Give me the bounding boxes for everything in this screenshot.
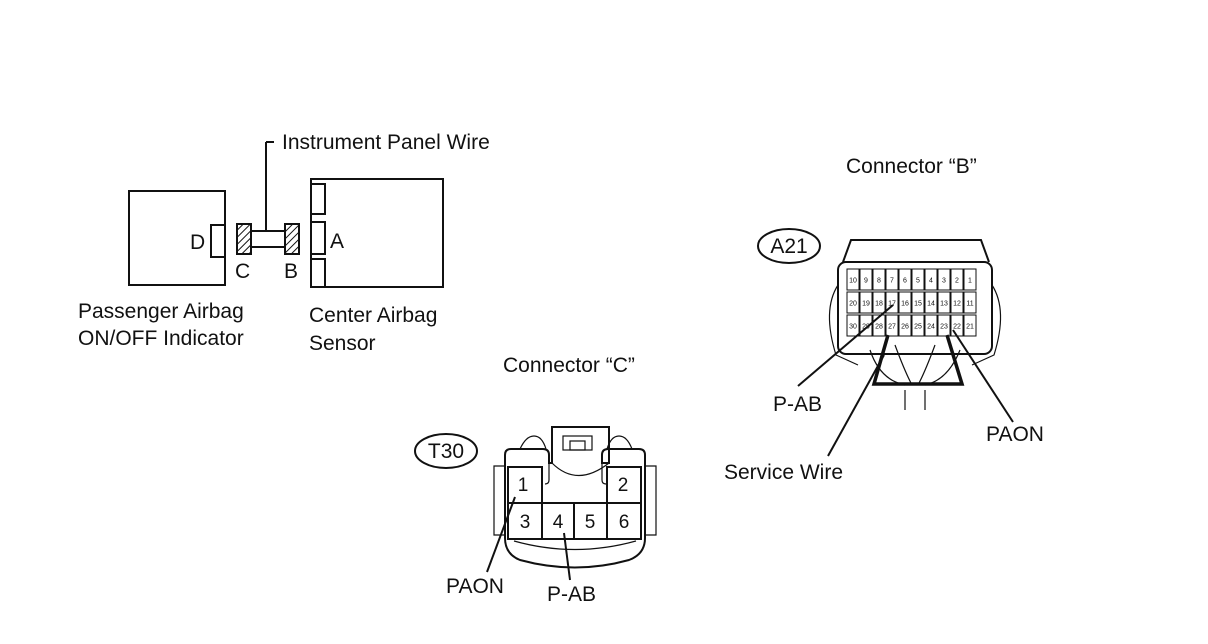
connector-b-pin-cell — [937, 291, 951, 314]
connector-b-pin-cell — [872, 268, 886, 291]
connector-c-pin-cell-1 — [507, 466, 543, 504]
connector-c-pin-cell-5 — [573, 502, 608, 540]
connector-b-pin-cell — [937, 268, 951, 291]
connector-b-callout-service-wire: Service Wire — [724, 461, 843, 484]
indicator-connector-d — [210, 224, 226, 258]
connector-c-plug — [236, 223, 252, 255]
connector-b-title: Connector “B” — [846, 155, 977, 178]
connector-b-pin-11: 11 — [966, 301, 973, 308]
connector-b-pin-3: 3 — [942, 278, 946, 285]
connector-b-pin-cell — [885, 268, 899, 291]
connector-b-pin-5: 5 — [916, 278, 920, 285]
connector-b-pin-cell — [846, 291, 860, 314]
connector-b-pin-25: 25 — [914, 324, 922, 331]
connector-b-pin-cell — [963, 314, 977, 337]
connector-b-pin-24: 24 — [927, 324, 935, 331]
connector-b-pin-cell — [963, 291, 977, 314]
connector-b-pin-12: 12 — [953, 301, 961, 308]
sensor-label-line1: Center Airbag — [309, 304, 437, 327]
connector-c-code: T30 — [428, 440, 464, 463]
connector-c-pin-cell-4 — [541, 502, 575, 540]
connector-b-pin-cell — [898, 268, 912, 291]
connector-c-callout-pab: P-AB — [547, 583, 596, 606]
connector-b-pin-30: 30 — [849, 324, 857, 331]
sensor-connector-a — [310, 221, 326, 255]
connector-b-pin-22: 22 — [953, 324, 961, 331]
connector-c-code-badge — [414, 433, 478, 469]
connector-c-title: Connector “C” — [503, 354, 635, 377]
indicator-label-line1: Passenger Airbag — [78, 300, 244, 323]
connector-c-pin-cell-6 — [606, 502, 642, 540]
connector-b-pin-cell — [846, 268, 860, 291]
connector-b-pin-20: 20 — [849, 301, 857, 308]
connector-c-pin-3: 3 — [520, 512, 531, 533]
connector-b-callout-paon: PAON — [986, 423, 1044, 446]
sensor-connector-1 — [310, 183, 326, 215]
overview-diagram: D C Instrument Panel Wire B A Passenger … — [78, 131, 490, 355]
connector-b-pin-cell — [872, 291, 886, 314]
connector-b-pin-10: 10 — [849, 278, 857, 285]
connector-b-pin-cell — [937, 314, 951, 337]
instrument-panel-wire-harness — [250, 230, 286, 248]
connector-b-pin-cell — [859, 291, 873, 314]
connector-b-pin-13: 13 — [940, 301, 948, 308]
connector-b-code-badge — [757, 228, 821, 264]
connector-b-pin-cell — [950, 291, 964, 314]
connector-b-pin-cell — [911, 268, 925, 291]
connector-letter-b: B — [284, 260, 298, 283]
connector-b-pin-2: 2 — [955, 278, 959, 285]
connector-b-pin-27: 27 — [888, 324, 896, 331]
passenger-airbag-indicator — [128, 190, 226, 286]
connector-b-pin-cell — [924, 291, 938, 314]
connector-letter-a: A — [330, 230, 344, 253]
connector-b-pin-17: 17 — [888, 301, 896, 308]
connector-b-pin-cell — [859, 268, 873, 291]
connector-b-pin-9: 9 — [864, 278, 868, 285]
sensor-connector-3 — [310, 258, 326, 288]
connector-b-pin-cell — [846, 314, 860, 337]
connector-b-pin-cell — [950, 268, 964, 291]
connector-b-pin-23: 23 — [940, 324, 948, 331]
connector-b-callout-pab: P-AB — [773, 393, 822, 416]
connector-b-code: A21 — [770, 235, 807, 258]
connector-b-pin-cell — [924, 268, 938, 291]
connector-b-pin-14: 14 — [927, 301, 935, 308]
connector-b-pin-cell — [898, 314, 912, 337]
connector-b-pin-cell — [885, 314, 899, 337]
connector-b-plug — [284, 223, 300, 255]
connector-b-pin-cell — [911, 291, 925, 314]
sensor-label-line2: Sensor — [309, 332, 376, 355]
connector-b-pin-cell — [911, 314, 925, 337]
center-airbag-sensor — [310, 178, 444, 288]
connector-letter-d: D — [190, 231, 205, 254]
connector-b-pin-cell — [924, 314, 938, 337]
connector-b-pin-15: 15 — [914, 301, 922, 308]
connector-c-pin-5: 5 — [585, 512, 596, 533]
connector-b-pin-16: 16 — [901, 301, 909, 308]
connector-letter-c: C — [235, 260, 250, 283]
connector-b-pin-19: 19 — [862, 301, 870, 308]
connector-c-pin-1: 1 — [518, 475, 529, 496]
connector-b-pin-26: 26 — [901, 324, 909, 331]
connector-c-callout-paon: PAON — [446, 575, 504, 598]
indicator-label-line2: ON/OFF Indicator — [78, 327, 244, 350]
connector-c-pin-6: 6 — [619, 512, 630, 533]
connector-b-pin-21: 21 — [966, 324, 974, 331]
connector-b-pin-7: 7 — [890, 278, 894, 285]
connector-c-diagram: Connector “C” T30 1 2 3 4 5 6 — [414, 354, 657, 606]
connector-b-pin-18: 18 — [875, 301, 883, 308]
instrument-panel-wire-label: Instrument Panel Wire — [282, 131, 490, 154]
connector-c-pin-4: 4 — [553, 512, 564, 533]
connector-b-pin-1: 1 — [968, 278, 972, 285]
connector-b-pin-cell — [898, 291, 912, 314]
connector-b-pin-cell — [963, 268, 977, 291]
connector-b-pin-6: 6 — [903, 278, 907, 285]
connector-c-pin-2: 2 — [618, 475, 629, 496]
connector-b-pin-4: 4 — [929, 278, 933, 285]
connector-b-pin-8: 8 — [877, 278, 881, 285]
connector-b-pin-28: 28 — [875, 324, 883, 331]
